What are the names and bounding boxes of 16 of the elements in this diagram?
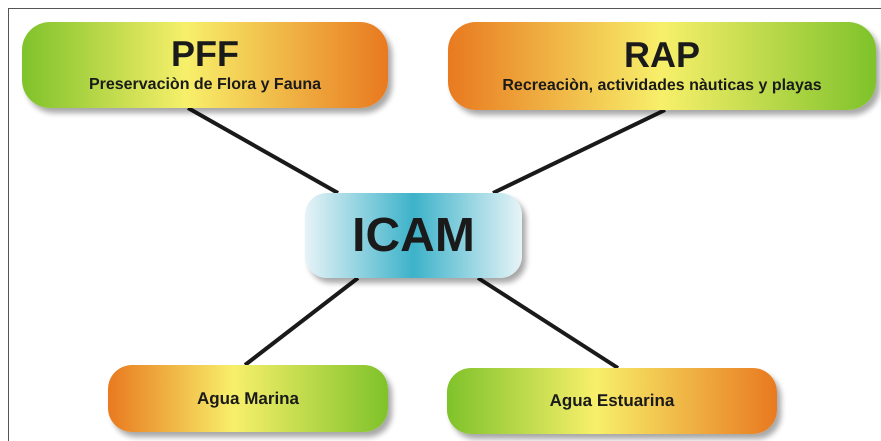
connector-line	[244, 276, 360, 367]
rounded-box	[305, 193, 522, 278]
rounded-box	[22, 22, 388, 108]
rounded-box	[447, 368, 777, 434]
connector-line	[187, 106, 339, 195]
box-label: Agua Estuarina	[550, 390, 674, 412]
connector-line	[476, 276, 620, 370]
box-subtitle: Preservaciòn de Flora y Fauna	[88, 75, 322, 95]
box-subtitle: Recreaciòn, actividades nàuticas y playas	[502, 76, 822, 96]
box-title: RAP	[624, 35, 700, 75]
connector-line	[492, 108, 666, 195]
box-label: Agua Marina	[196, 388, 300, 410]
rounded-box	[108, 365, 388, 432]
rounded-box	[448, 22, 876, 110]
box-label: ICAM	[352, 210, 475, 262]
box-title: PFF	[171, 34, 239, 74]
